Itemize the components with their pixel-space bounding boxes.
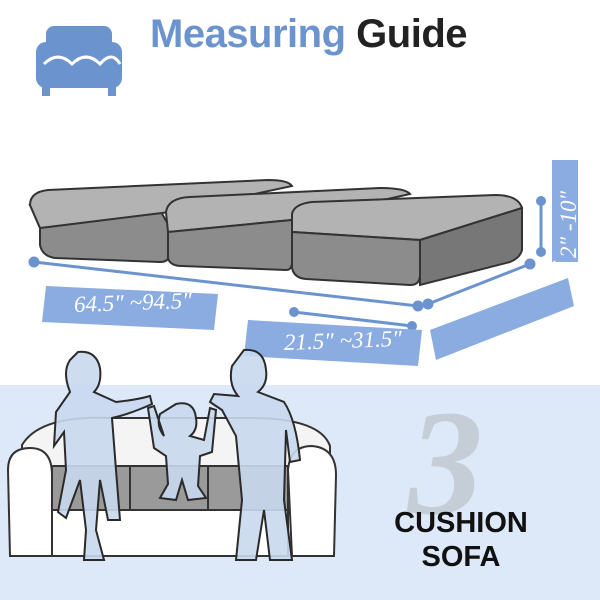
sofa-length-label: 64.5″ ~94.5″: [73, 287, 193, 318]
dimension-lines: [28, 196, 546, 331]
cushion-middle: [164, 186, 412, 272]
depth-band: [430, 278, 574, 360]
caption-line-sofa: SOFA: [421, 541, 501, 573]
page-title: Measuring Guide: [150, 12, 468, 57]
seat-width-band: [244, 320, 422, 366]
cushion-right: [291, 193, 524, 287]
cushion-left: [28, 178, 294, 264]
family-silhouette: [52, 348, 302, 561]
cushion-count-number: 3: [408, 380, 483, 546]
height-band: [552, 160, 578, 262]
cushion-height-label: 2″ -10″: [556, 190, 581, 258]
title-guide: Guide: [356, 12, 468, 56]
title-measuring: Measuring: [150, 12, 346, 56]
cushion-sofa-caption: CUSHION SOFA: [386, 506, 536, 574]
caption-line-cushion: CUSHION: [394, 507, 528, 539]
length-band: [42, 286, 218, 330]
cushion-width-label: 21.5″ ~31.5″: [283, 325, 403, 356]
sofa-icon: [36, 26, 122, 96]
